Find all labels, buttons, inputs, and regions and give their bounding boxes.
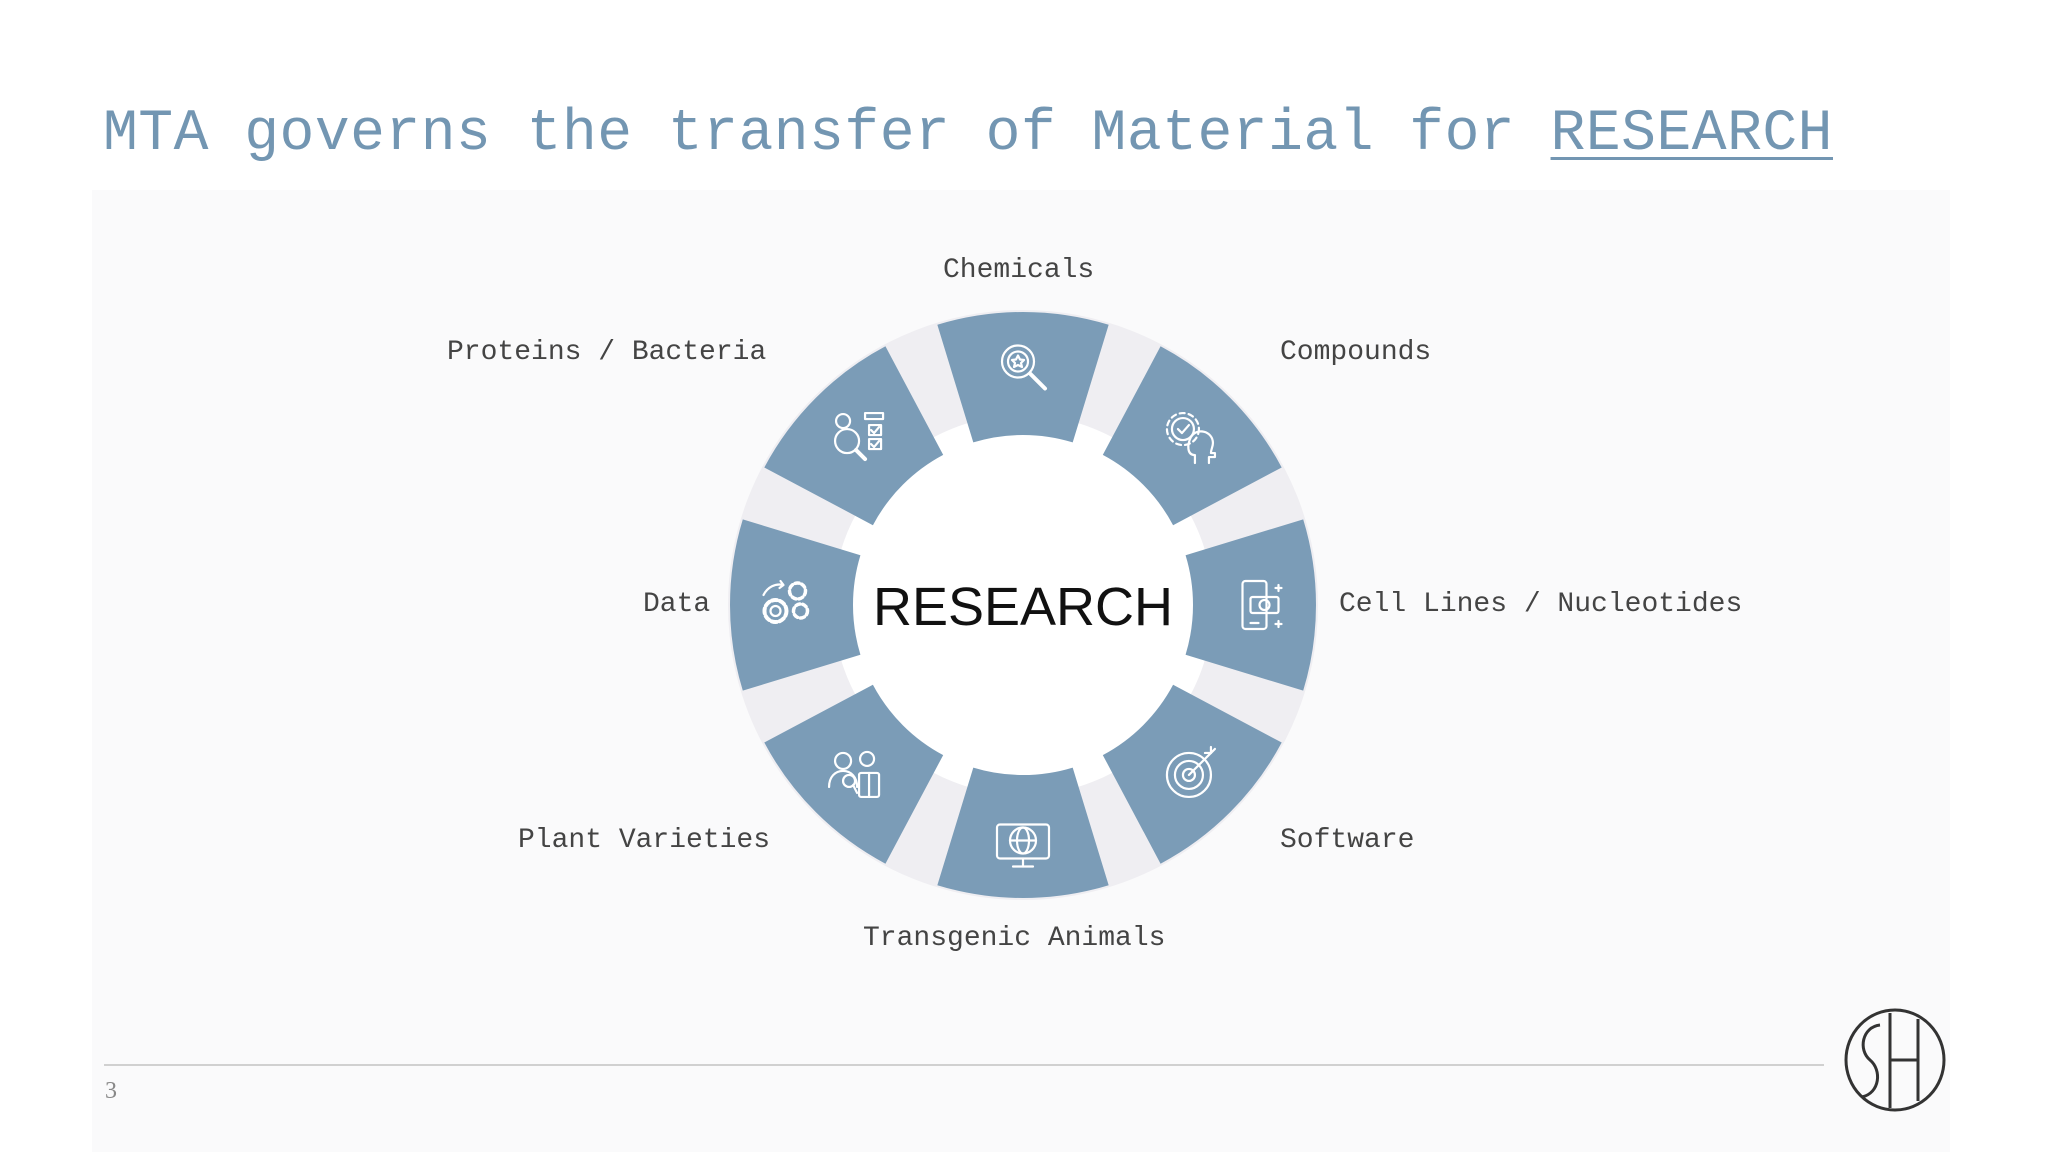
- segment-software: [1102, 684, 1282, 864]
- center-label: RESEARCH: [872, 577, 1174, 637]
- title-prefix: MTA governs the transfer of Material for: [103, 102, 1551, 167]
- globe-monitor-icon: [995, 823, 1051, 868]
- label-proteins-bacteria: Proteins / Bacteria: [447, 337, 767, 368]
- search-award-icon: [1000, 344, 1047, 391]
- gear-head-icon: [1165, 411, 1217, 465]
- segment-transgenic-animals: [937, 767, 1109, 898]
- label-data: Data: [643, 589, 711, 620]
- label-compounds: Compounds: [1280, 337, 1432, 368]
- target-icon: [1165, 745, 1217, 799]
- slide-title: MTA governs the transfer of Material for…: [103, 100, 1833, 170]
- sh-logo-icon: [1844, 1008, 1946, 1112]
- wheel-center: [833, 415, 1213, 795]
- label-software: Software: [1280, 825, 1415, 856]
- page-number: 3: [105, 1078, 117, 1104]
- footer-divider: [104, 1064, 1824, 1066]
- label-transgenic-animals: Transgenic Animals: [863, 923, 1166, 954]
- segment-plant-varieties: [764, 684, 944, 864]
- gears-icon: [762, 579, 810, 624]
- label-cell-lines-nucleotides: Cell Lines / Nucleotides: [1339, 589, 1743, 620]
- label-plant-varieties: Plant Varieties: [518, 825, 771, 856]
- segment-proteins-bacteria: [764, 346, 944, 526]
- label-chemicals: Chemicals: [943, 255, 1095, 286]
- phone-money-icon: [1241, 579, 1283, 631]
- title-highlight: RESEARCH: [1550, 102, 1833, 167]
- analysis-person-icon: [833, 411, 885, 462]
- team-ideas-icon: [827, 750, 881, 799]
